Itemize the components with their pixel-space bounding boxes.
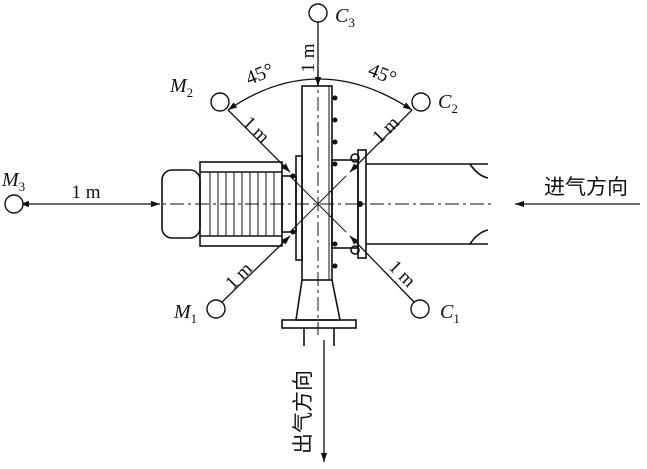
dim-label-lower-left: 1 m [221, 258, 257, 294]
dim-label-left: 1 m [71, 182, 100, 203]
label-c1: C1 [440, 301, 460, 326]
measurement-lines [20, 22, 415, 303]
outlet-nozzle [281, 279, 357, 346]
inlet-direction-label: 进气方向 [544, 175, 628, 199]
motor-flange [295, 155, 303, 261]
label-m1: M1 [173, 301, 197, 326]
motor [161, 161, 297, 247]
fan-assembly [20, 22, 492, 346]
label-m2: M2 [169, 75, 193, 100]
dim-line-lower-left [221, 235, 291, 303]
outlet-direction-label: 出气方向 [291, 370, 315, 454]
label-m3: M3 [1, 169, 25, 194]
angle-label-right: 45° [365, 59, 399, 90]
point-m1-marker [206, 299, 226, 319]
measurement-points [4, 3, 431, 319]
dim-label-upper-left: 1 m [238, 112, 274, 148]
point-m2-marker [210, 92, 230, 112]
dim-label-top: 1 m [298, 43, 319, 72]
label-c2: C2 [438, 91, 458, 116]
dim-label-lower-right: 1 m [384, 256, 420, 292]
inlet-duct [331, 149, 489, 259]
flow-arrows [320, 200, 640, 462]
point-c3-marker [308, 3, 328, 23]
label-c3: C3 [335, 5, 355, 30]
dim-label-upper-right: 1 m [368, 112, 404, 148]
dim-line-upper-left [227, 109, 291, 173]
angle-arc [227, 78, 413, 111]
point-c1-marker [410, 299, 430, 319]
dim-line-lower-right [349, 235, 415, 303]
dim-line-upper-right [349, 109, 413, 173]
point-m3-marker [4, 194, 24, 214]
point-c2-marker [411, 92, 431, 112]
angle-label-left: 45° [243, 59, 277, 90]
